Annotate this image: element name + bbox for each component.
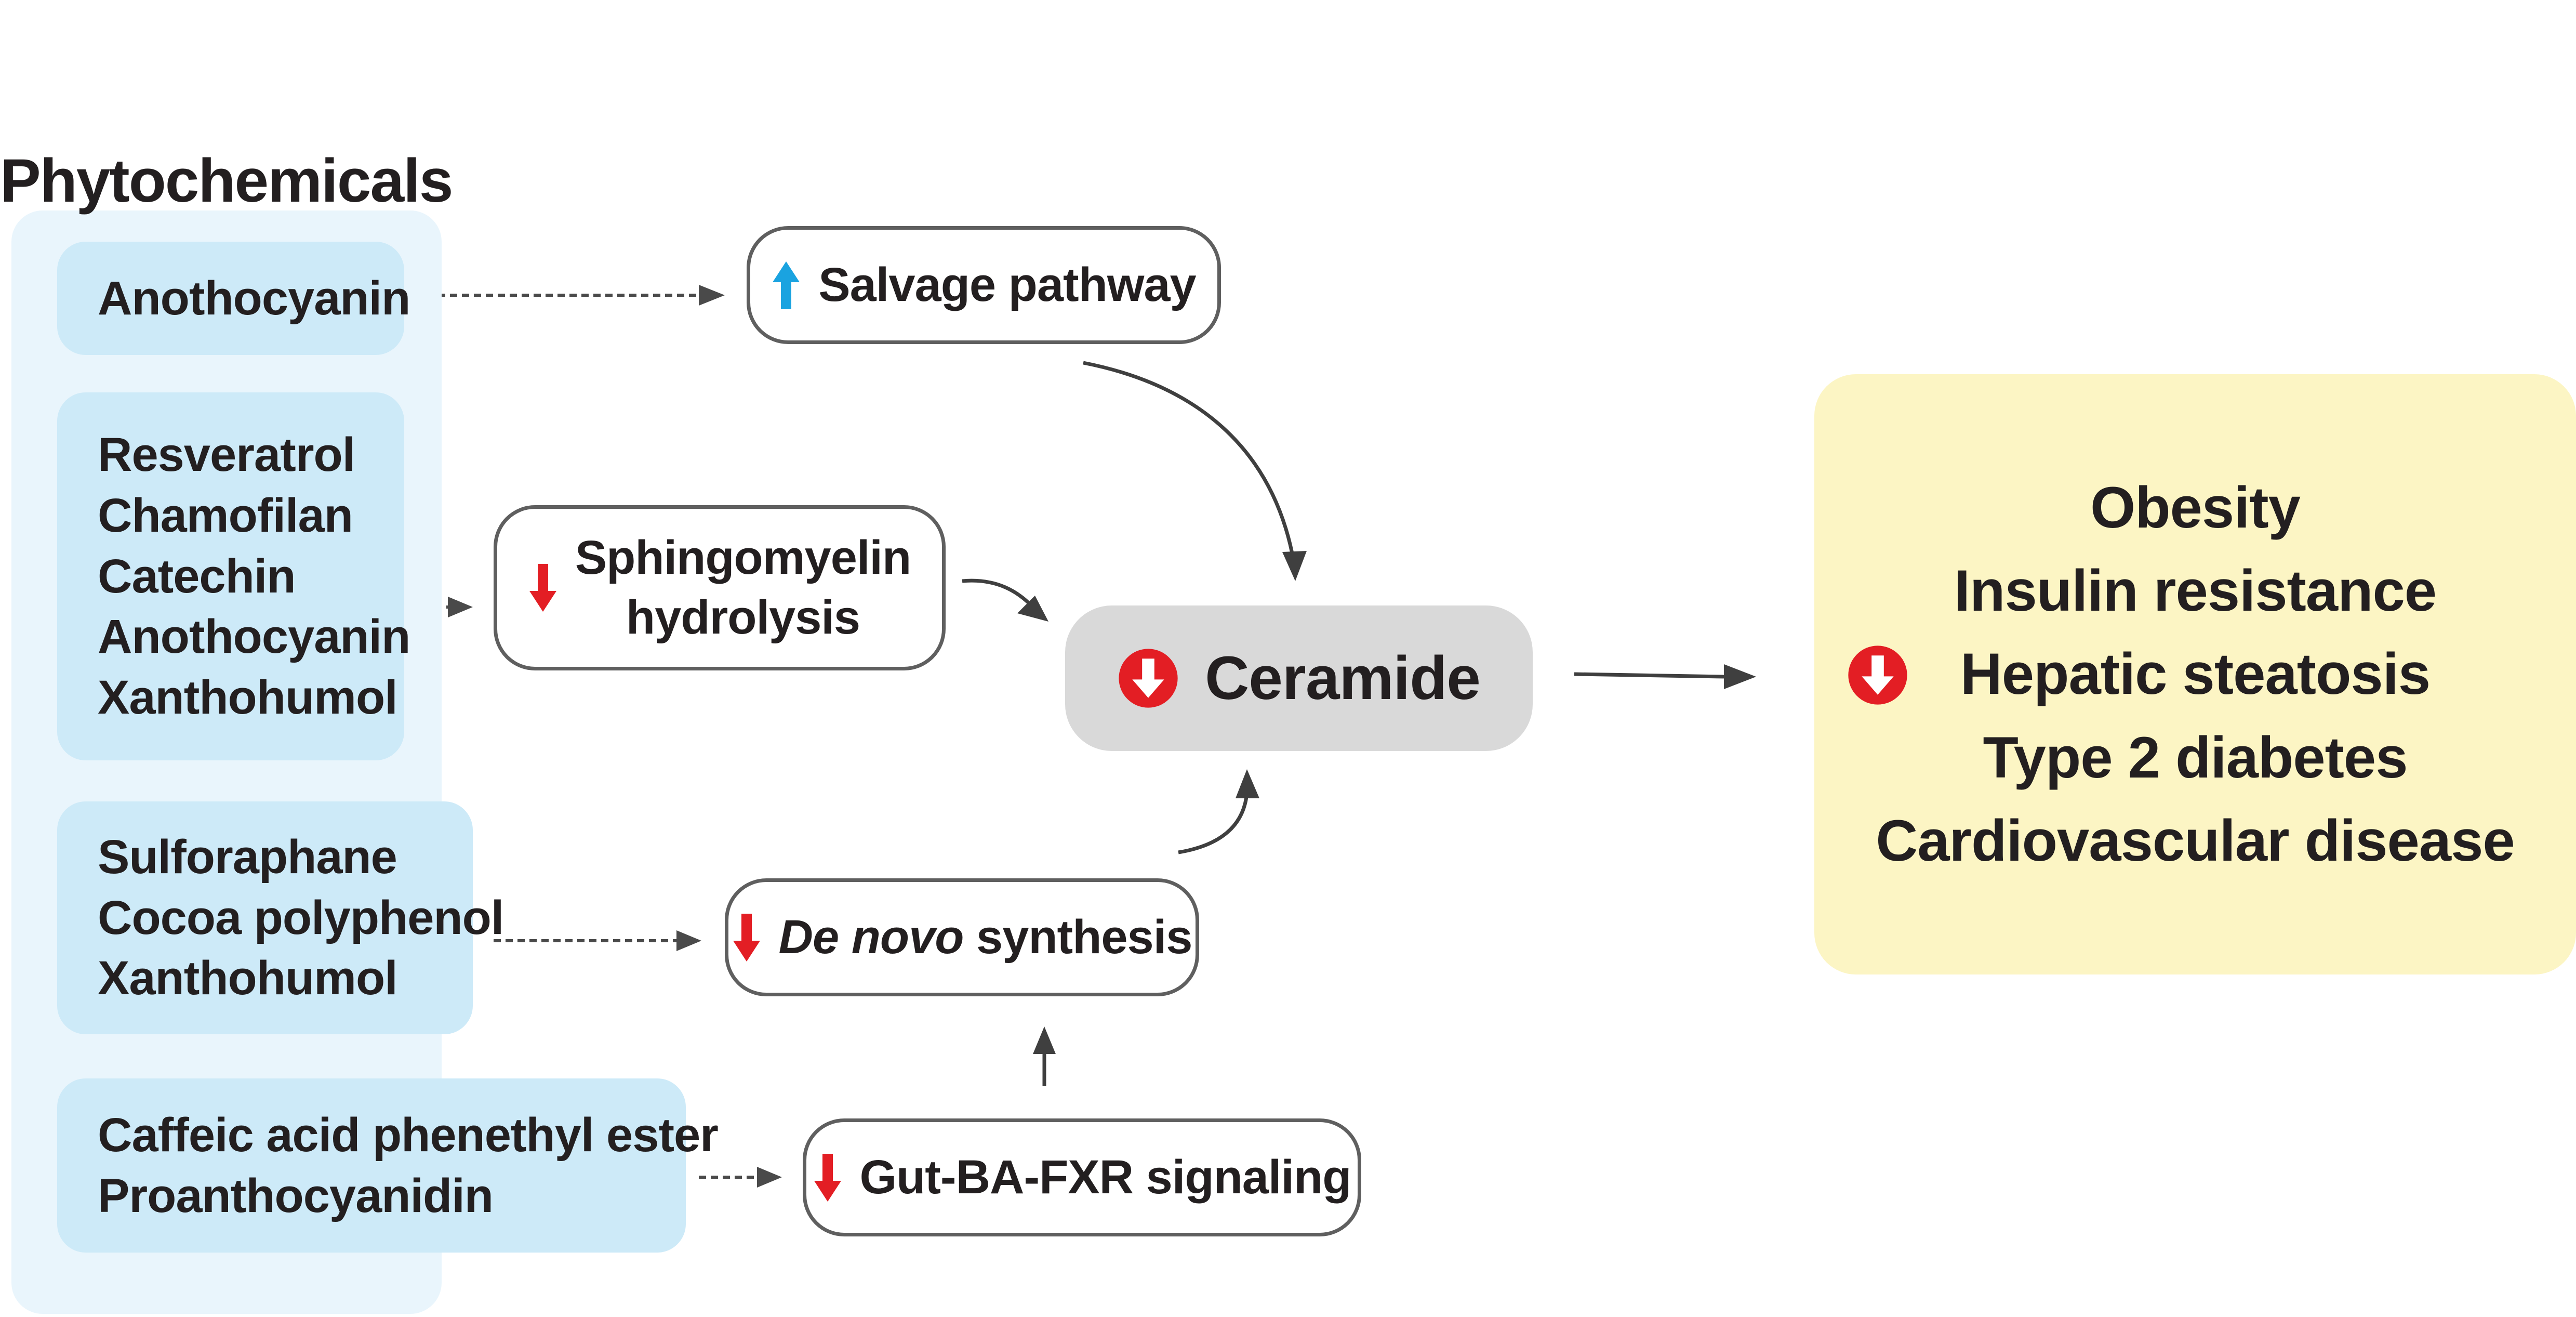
- gut-ba-fxr-label: Gut-BA-FXR signaling: [859, 1151, 1352, 1204]
- curve-denovo-to-ceramide: [1178, 792, 1249, 854]
- ceramide-label: Ceramide: [1205, 644, 1481, 713]
- de-novo-italic-label: De novo: [778, 911, 964, 964]
- chem-item: Cocoa polyphenol: [98, 891, 504, 944]
- chem-item: Anothocyanin: [98, 610, 410, 664]
- line-ceramide-to-outcomes: [1574, 672, 1725, 679]
- arrowhead-gutba-denovo: [1033, 1026, 1056, 1054]
- chem-item: Caffeic acid phenethyl ester: [98, 1108, 719, 1162]
- chem-item: Resveratrol: [98, 428, 355, 481]
- chem-item: Xanthohumol: [98, 671, 398, 725]
- arrowhead-salvage-ceramide: [1282, 551, 1307, 581]
- ceramide-box: Ceramide: [1065, 605, 1533, 751]
- chem-group-3: Sulforaphane Cocoa polyphenol Xanthohumo…: [57, 801, 504, 1034]
- chem-item: Xanthohumol: [98, 952, 398, 1005]
- arrowhead-denovo: [676, 930, 701, 951]
- up-arrow-icon: [772, 259, 801, 311]
- down-arrow-circle-icon: [1118, 648, 1179, 709]
- chem-group-1: Anothocyanin: [57, 242, 410, 355]
- down-arrow-icon: [732, 912, 761, 964]
- de-novo-synthesis-box: De novo synthesis: [725, 878, 1199, 996]
- down-arrow-icon: [813, 1152, 842, 1204]
- sphingomyelin-label-line-1: Sphingomyelin: [575, 531, 911, 584]
- salvage-pathway-box: Salvage pathway: [747, 226, 1221, 344]
- curve-sphingomyelin-to-ceramide: [962, 578, 1033, 607]
- outcome-item: Hepatic steatosis: [1960, 641, 2431, 707]
- arrowhead-sphingomyelin: [448, 597, 473, 617]
- gut-ba-fxr-signaling-box: Gut-BA-FXR signaling: [803, 1118, 1361, 1236]
- chem-item: Anothocyanin: [98, 271, 410, 325]
- outcome-item: Obesity: [2090, 475, 2301, 541]
- down-arrow-circle-icon: [1847, 644, 1908, 706]
- arrowhead-salvage: [699, 285, 725, 306]
- outcome-item: Insulin resistance: [1954, 558, 2437, 624]
- down-arrow-icon: [528, 562, 557, 614]
- curve-salvage-to-ceramide: [1083, 361, 1296, 562]
- sphingomyelin-label-line-2: hydrolysis: [626, 591, 860, 644]
- arrowhead-denovo-ceramide: [1236, 769, 1259, 798]
- de-novo-rest-label: synthesis: [963, 911, 1192, 964]
- chem-item: Sulforaphane: [98, 830, 397, 884]
- chem-item: Proanthocyanidin: [98, 1169, 494, 1222]
- outcome-item: Cardiovascular disease: [1876, 808, 2515, 873]
- chem-group-4: Caffeic acid phenethyl ester Proanthocya…: [57, 1078, 719, 1253]
- arrowhead-gutba: [757, 1167, 782, 1188]
- chem-item: Chamofilan: [98, 489, 353, 542]
- salvage-pathway-label: Salvage pathway: [818, 258, 1196, 311]
- outcome-item: Type 2 diabetes: [1983, 725, 2408, 790]
- arrowhead-ceramide-outcomes: [1724, 664, 1756, 689]
- sphingomyelin-hydrolysis-box: Sphingomyelin hydrolysis: [494, 505, 946, 670]
- chem-group-2: Resveratrol Chamofilan Catechin Anothocy…: [57, 392, 410, 760]
- diagram-title: Phytochemicals: [0, 147, 453, 215]
- health-outcomes-box: Obesity Insulin resistance Hepatic steat…: [1814, 374, 2576, 974]
- arrowhead-sphingo-ceramide: [1017, 596, 1048, 622]
- chem-item: Catechin: [98, 549, 296, 603]
